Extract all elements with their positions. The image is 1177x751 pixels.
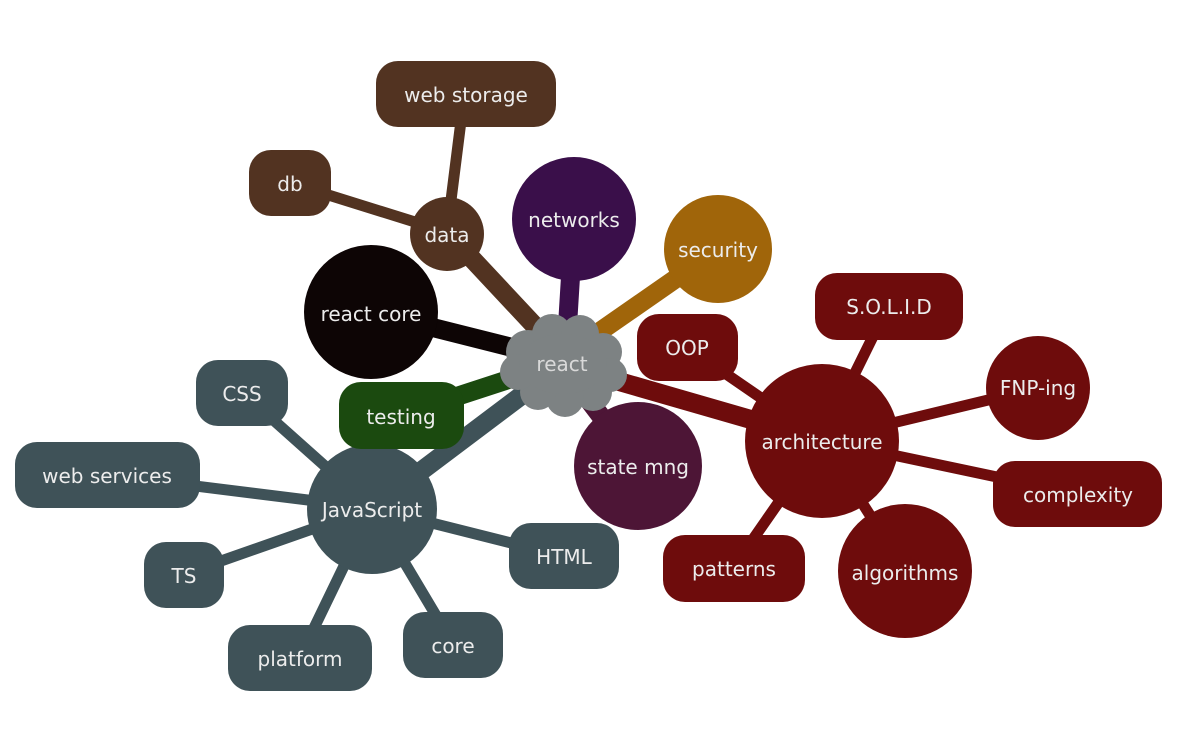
node-html-label: HTML	[536, 545, 593, 569]
node-web-storage-label: web storage	[404, 83, 528, 107]
node-security[interactable]: security	[664, 195, 772, 303]
node-javascript-shape	[307, 444, 437, 574]
node-complexity[interactable]: complexity	[993, 461, 1162, 527]
node-patterns-shape	[663, 535, 805, 602]
node-complexity-shape	[993, 461, 1162, 527]
node-algorithms-shape	[838, 504, 972, 638]
node-react-root[interactable]: react	[500, 314, 627, 417]
node-networks-label: networks	[528, 208, 620, 232]
node-db[interactable]: db	[249, 150, 331, 216]
node-architecture-label: architecture	[761, 430, 882, 454]
node-complexity-label: complexity	[1023, 483, 1133, 507]
node-state-mng[interactable]: state mng	[574, 402, 702, 530]
node-fnp-ing[interactable]: FNP-ing	[986, 336, 1090, 440]
node-core[interactable]: core	[403, 612, 503, 678]
node-architecture-shape	[745, 364, 899, 518]
node-networks-shape	[512, 157, 636, 281]
cloud-shape	[500, 314, 627, 417]
node-testing-shape	[339, 382, 464, 449]
node-oop-shape	[637, 314, 738, 381]
node-oop-label: OOP	[665, 336, 709, 360]
node-solid-shape	[815, 273, 963, 340]
node-platform-shape	[228, 625, 372, 691]
node-html-shape	[509, 523, 619, 589]
node-ts[interactable]: TS	[144, 542, 224, 608]
node-db-label: db	[277, 172, 302, 196]
node-react-core-label: react core	[321, 302, 422, 326]
node-web-services[interactable]: web services	[15, 442, 200, 508]
node-core-label: core	[431, 634, 474, 658]
node-react-root-label: react	[536, 352, 587, 376]
node-testing[interactable]: testing	[339, 382, 464, 449]
node-css-label: CSS	[222, 382, 261, 406]
node-data-shape	[410, 197, 484, 271]
node-algorithms[interactable]: algorithms	[838, 504, 972, 638]
node-platform[interactable]: platform	[228, 625, 372, 691]
node-javascript-label: JavaScript	[320, 498, 422, 522]
node-oop[interactable]: OOP	[637, 314, 738, 381]
node-web-storage-shape	[376, 61, 556, 127]
node-patterns-label: patterns	[692, 557, 776, 581]
node-patterns[interactable]: patterns	[663, 535, 805, 602]
node-web-services-shape	[15, 442, 200, 508]
node-core-shape	[403, 612, 503, 678]
node-solid[interactable]: S.O.L.I.D	[815, 273, 963, 340]
node-ts-label: TS	[171, 564, 197, 588]
node-architecture[interactable]: architecture	[745, 364, 899, 518]
node-networks[interactable]: networks	[512, 157, 636, 281]
node-css-shape	[196, 360, 288, 426]
node-web-storage[interactable]: web storage	[376, 61, 556, 127]
node-algorithms-label: algorithms	[852, 561, 959, 585]
node-db-shape	[249, 150, 331, 216]
node-ts-shape	[144, 542, 224, 608]
node-solid-label: S.O.L.I.D	[846, 295, 932, 319]
node-data-label: data	[424, 223, 469, 247]
node-data[interactable]: data	[410, 197, 484, 271]
node-react-core[interactable]: react core	[304, 245, 438, 379]
node-fnp-ing-label: FNP-ing	[1000, 376, 1076, 400]
node-javascript[interactable]: JavaScript	[307, 444, 437, 574]
node-css[interactable]: CSS	[196, 360, 288, 426]
node-security-shape	[664, 195, 772, 303]
node-security-label: security	[678, 238, 758, 262]
node-web-services-label: web services	[42, 464, 172, 488]
node-testing-label: testing	[366, 405, 435, 429]
node-platform-label: platform	[258, 647, 343, 671]
node-state-mng-shape	[574, 402, 702, 530]
node-react-core-shape	[304, 245, 438, 379]
node-html[interactable]: HTML	[509, 523, 619, 589]
node-fnp-ing-shape	[986, 336, 1090, 440]
node-state-mng-label: state mng	[587, 455, 689, 479]
